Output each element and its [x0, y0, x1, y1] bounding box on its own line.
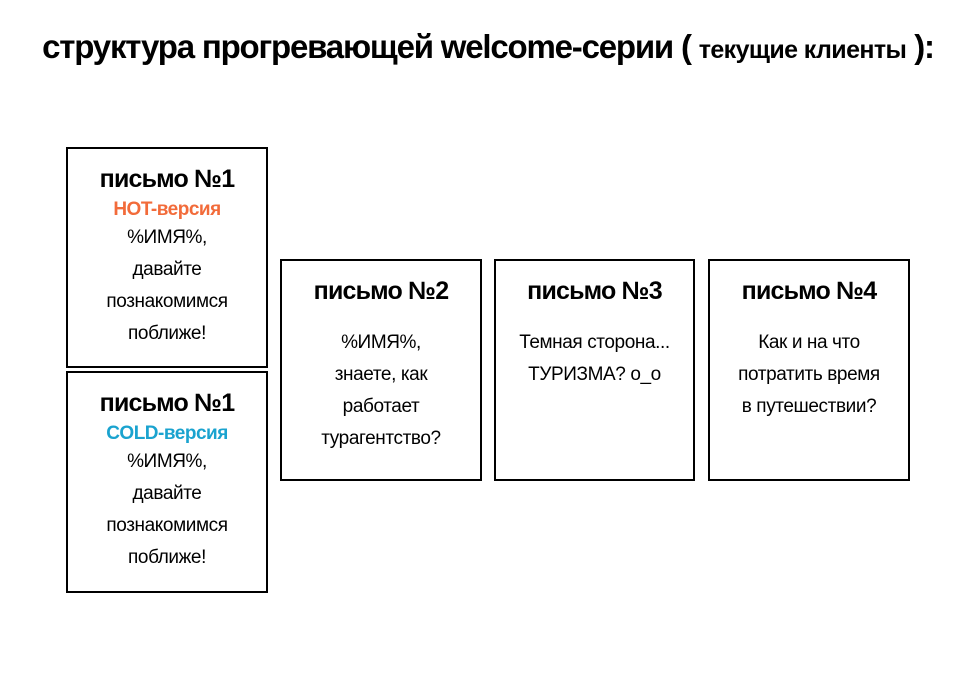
title-audience: текущие клиенты: [698, 36, 907, 64]
email-card-line: ТУРИЗМА? о_о: [528, 364, 661, 385]
email-card-line: %ИМЯ%,: [127, 227, 207, 248]
email-card-line: работает: [342, 396, 420, 417]
email-card-3: письмо №3 Темная сторона... ТУРИЗМА? о_о: [494, 259, 695, 481]
email-card-line: поближе!: [128, 323, 206, 344]
email-card-line: потратить время: [738, 364, 880, 385]
email-card-line: поближе!: [128, 547, 206, 568]
hot-version-label: HOT-версия: [113, 199, 221, 220]
email-card-body: %ИМЯ%, давайте познакомимся поближе!: [68, 222, 266, 350]
email-card-line: Как и на что: [758, 332, 860, 353]
email-card-heading: письмо №2: [313, 277, 450, 305]
email-card-line: знаете, как: [334, 364, 428, 385]
email-card-body: Как и на что потратить время в путешеств…: [710, 327, 908, 423]
title-main: структура прогревающей welcome-серии (: [42, 28, 699, 65]
email-card-body: %ИМЯ%, давайте познакомимся поближе!: [68, 446, 266, 574]
email-card-body: %ИМЯ%, знаете, как работает турагентство…: [282, 327, 480, 455]
email-card-line: Темная сторона...: [519, 332, 670, 353]
email-card-line: давайте: [132, 483, 202, 504]
email-card-line: в путешествии?: [741, 396, 877, 417]
email-card-line: турагентство?: [321, 428, 441, 449]
email-card-line: давайте: [132, 259, 202, 280]
cold-version-label: COLD-версия: [106, 423, 228, 444]
email-card-2: письмо №2 %ИМЯ%, знаете, как работает ту…: [280, 259, 482, 481]
email-card-heading: письмо №1: [99, 389, 236, 417]
email-card-1-hot: письмо №1 HOT-версия %ИМЯ%, давайте позн…: [66, 147, 268, 368]
email-card-line: познакомимся: [106, 515, 228, 536]
email-card-line: познакомимся: [106, 291, 228, 312]
email-card-line: %ИМЯ%,: [127, 451, 207, 472]
email-card-line: %ИМЯ%,: [341, 332, 421, 353]
title-end: ):: [906, 28, 935, 65]
email-card-heading: письмо №3: [527, 277, 663, 305]
email-card-4: письмо №4 Как и на что потратить время в…: [708, 259, 910, 481]
email-card-heading: письмо №4: [741, 277, 878, 305]
email-card-body: Темная сторона... ТУРИЗМА? о_о: [496, 327, 693, 391]
page-title: структура прогревающей welcome-серии ( т…: [0, 28, 976, 66]
email-card-heading: письмо №1: [99, 165, 236, 193]
email-card-1-cold: письмо №1 COLD-версия %ИМЯ%, давайте поз…: [66, 371, 268, 593]
